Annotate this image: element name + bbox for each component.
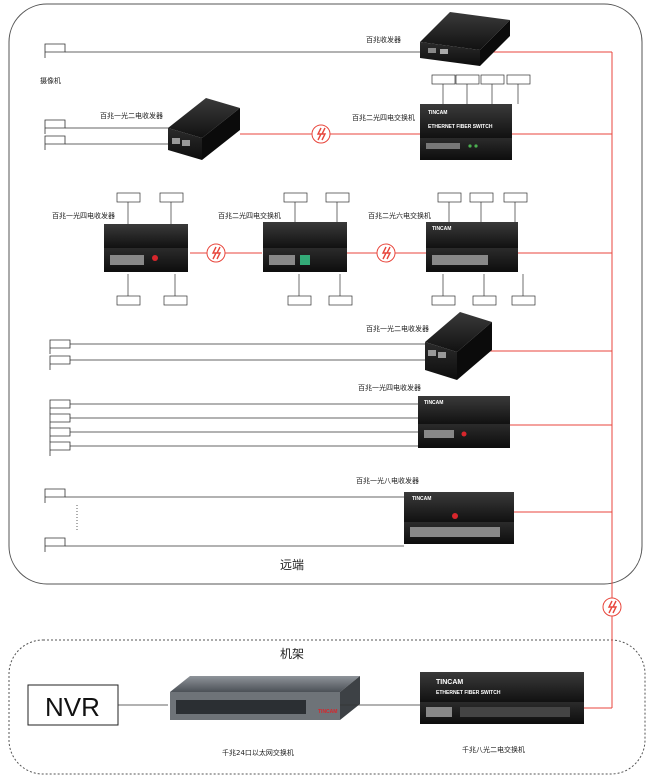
media-converter-device [425,312,492,380]
fiber-switch-device: TINCAM ETHERNET FIBER SWITCH [420,104,512,160]
media-converter-device [104,224,188,272]
device-label: 百兆一光四电收发器 [358,383,421,392]
remote-zone-label: 远端 [280,558,304,572]
media-converter-device [168,98,240,160]
device-label: 千兆24口以太网交换机 [222,748,294,757]
camera-group [44,119,66,150]
brand-subtext: ETHERNET FIBER SWITCH [436,690,501,696]
fiber-switch-device [263,222,347,272]
camera-label-box-group [431,74,531,104]
rack-zone-border [8,639,646,775]
nvr-label: NVR [45,692,100,722]
brand-text: TINCAM [424,400,443,406]
device-label: 千兆八光二电交换机 [462,745,525,754]
fiber-link-icon [311,124,331,144]
camera-label: 摄像机 [40,76,61,85]
device-label: 百兆一光二电收发器 [100,111,163,120]
remote-zone-border [8,3,643,585]
rack-zone-label: 机架 [280,647,304,661]
camera-label-box-group [431,192,536,306]
media-converter-device: TINCAM [404,492,514,544]
fiber-link-icon [376,243,396,263]
device-label: 百兆一光八电收发器 [356,476,419,485]
device-label: 百兆一光四电收发器 [52,211,115,220]
fiber-link-icon [602,597,622,617]
camera-icon [44,43,66,58]
camera-label-box-group [283,192,353,306]
brand-text: TINCAM [436,679,463,686]
device-label: 百兆收发器 [366,35,401,44]
device-label: 百兆一光二电收发器 [366,324,429,333]
brand-text: TINCAM [432,226,451,232]
brand-text: TINCAM [318,709,337,715]
media-converter-device: TINCAM [418,396,510,448]
camera-group [44,488,66,552]
nvr-box: NVR [27,684,119,726]
media-converter-device [420,12,510,66]
fiber-switch-rack-device: TINCAM ETHERNET FIBER SWITCH [420,672,584,724]
brand-text: TINCAM [428,110,447,116]
fiber-link-icon [206,243,226,263]
fiber-switch-device: TINCAM [426,222,518,272]
camera-label-box-group [116,192,188,306]
camera-group [49,339,71,370]
ethernet-switch-24-device: TINCAM [170,676,360,720]
device-label: 百兆二光四电交换机 [352,113,415,122]
fiber-lines [190,51,613,709]
camera-group [49,399,71,456]
device-label: 百兆二光四电交换机 [218,211,281,220]
device-label: 百兆二光六电交换机 [368,211,431,220]
brand-subtext: ETHERNET FIBER SWITCH [428,124,493,130]
brand-text: TINCAM [412,496,431,502]
